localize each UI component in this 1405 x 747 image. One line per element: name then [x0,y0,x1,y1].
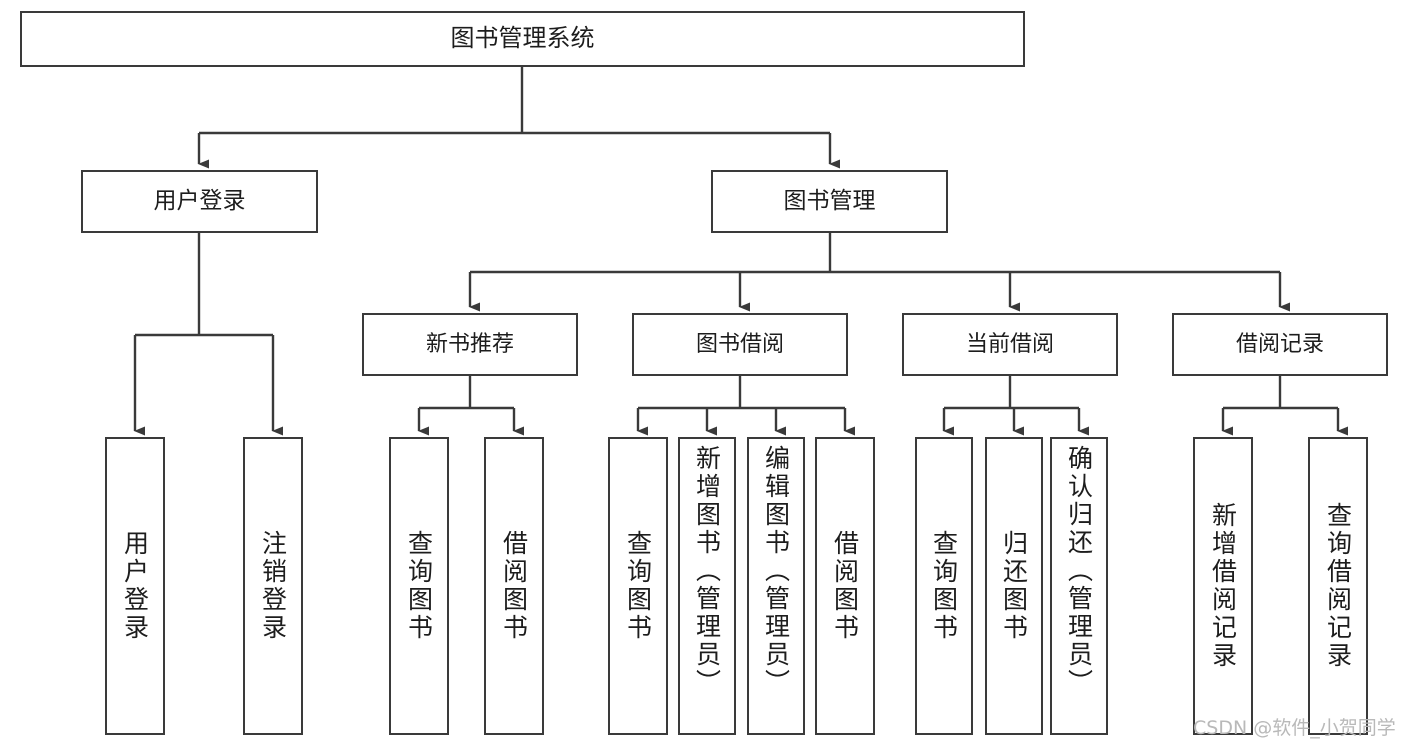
node-leaf-query-book-1-label: 查询图书 [404,530,434,642]
node-leaf-user-login[interactable]: 用户登录 [105,437,165,735]
node-current-borrow[interactable]: 当前借阅 [902,313,1118,376]
node-leaf-logout-login-label: 注销登录 [258,530,288,642]
node-leaf-user-login-label: 用户登录 [120,530,150,642]
node-leaf-confirm-return-admin-label: 确认归还（管理员） [1064,445,1094,697]
node-leaf-query-book-1[interactable]: 查询图书 [389,437,449,735]
csdn-watermark: CSDN @软件_小贺同学 [1193,717,1396,739]
node-current-borrow-label: 当前借阅 [965,331,1054,357]
node-leaf-add-book-admin[interactable]: 新增图书（管理员） [678,437,736,735]
node-leaf-query-book-2-label: 查询图书 [623,530,653,642]
node-leaf-query-book-3[interactable]: 查询图书 [915,437,973,735]
node-leaf-borrow-book-2-label: 借阅图书 [830,530,860,642]
node-leaf-edit-book-admin-label: 编辑图书（管理员） [761,445,791,697]
node-borrow-record[interactable]: 借阅记录 [1172,313,1388,376]
node-leaf-confirm-return-admin[interactable]: 确认归还（管理员） [1050,437,1108,735]
node-leaf-edit-book-admin[interactable]: 编辑图书（管理员） [747,437,805,735]
node-book-borrow[interactable]: 图书借阅 [632,313,848,376]
node-leaf-borrow-book-1-label: 借阅图书 [499,530,529,642]
node-leaf-query-book-2[interactable]: 查询图书 [608,437,668,735]
node-leaf-borrow-book-2[interactable]: 借阅图书 [815,437,875,735]
node-root[interactable]: 图书管理系统 [20,11,1025,67]
node-leaf-add-book-admin-label: 新增图书（管理员） [692,445,722,697]
node-new-book-recommend[interactable]: 新书推荐 [362,313,578,376]
node-leaf-query-book-3-label: 查询图书 [929,530,959,642]
node-book-management-label: 图书管理 [783,188,876,215]
node-new-book-recommend-label: 新书推荐 [425,331,514,357]
node-borrow-record-label: 借阅记录 [1235,331,1324,357]
node-user-login[interactable]: 用户登录 [81,170,318,233]
node-leaf-return-book[interactable]: 归还图书 [985,437,1043,735]
node-leaf-query-borrow-record[interactable]: 查询借阅记录 [1308,437,1368,735]
node-leaf-return-book-label: 归还图书 [999,530,1029,642]
node-leaf-logout-login[interactable]: 注销登录 [243,437,303,735]
node-root-label: 图书管理系统 [450,24,595,53]
node-user-login-label: 用户登录 [153,188,246,215]
node-leaf-add-borrow-record[interactable]: 新增借阅记录 [1193,437,1253,735]
node-book-borrow-label: 图书借阅 [695,331,784,357]
node-leaf-add-borrow-record-label: 新增借阅记录 [1208,502,1238,670]
node-book-management[interactable]: 图书管理 [711,170,948,233]
node-leaf-borrow-book-1[interactable]: 借阅图书 [484,437,544,735]
node-leaf-query-borrow-record-label: 查询借阅记录 [1323,502,1353,670]
